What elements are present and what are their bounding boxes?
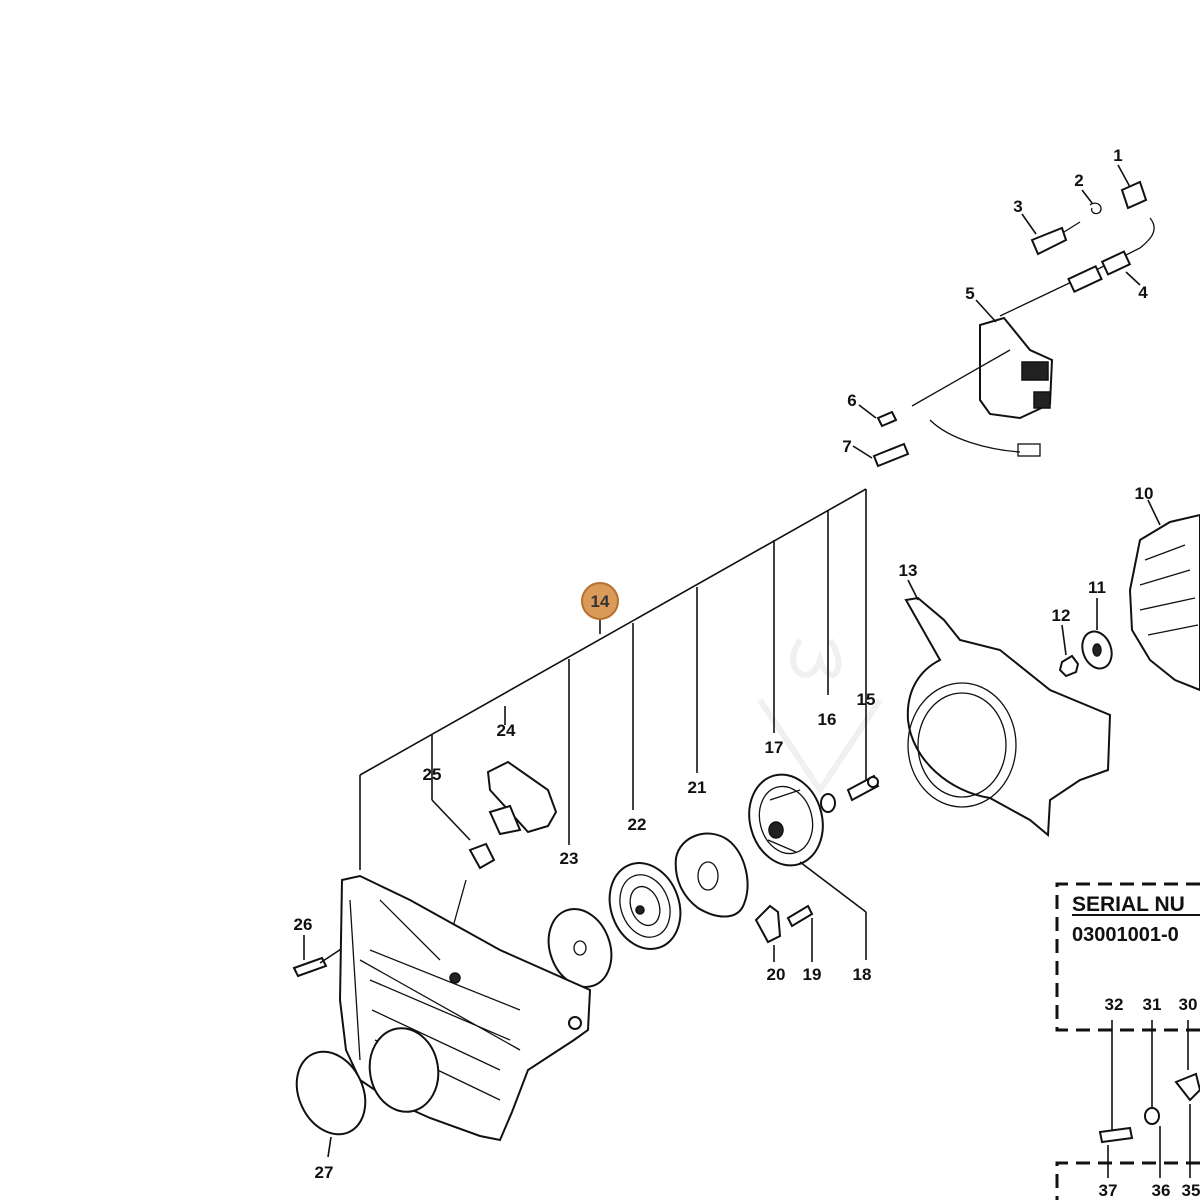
callout-label-10[interactable]: 10 — [1135, 484, 1154, 503]
callout-label-16[interactable]: 16 — [818, 710, 837, 729]
callout-label-30[interactable]: 30 — [1179, 995, 1198, 1014]
callout-label-25[interactable]: 25 — [423, 765, 442, 784]
callout-label-27[interactable]: 27 — [315, 1163, 334, 1182]
serial-number: 03001001-0 — [1072, 924, 1179, 946]
callout-label-22[interactable]: 22 — [628, 815, 647, 834]
callout-label-37[interactable]: 37 — [1099, 1181, 1118, 1200]
callout-label-5[interactable]: 5 — [965, 284, 974, 303]
serial-title: SERIAL NU — [1072, 893, 1185, 916]
callout-label-18[interactable]: 18 — [853, 965, 872, 984]
callout-label-7[interactable]: 7 — [842, 437, 851, 456]
callout-label-26[interactable]: 26 — [294, 915, 313, 934]
highlight-circle — [581, 582, 619, 620]
callout-label-6[interactable]: 6 — [847, 391, 856, 410]
ignition-group — [852, 164, 1155, 468]
callout-label-23[interactable]: 23 — [560, 849, 579, 868]
callout-label-20[interactable]: 20 — [767, 965, 786, 984]
callout-label-24[interactable]: 24 — [497, 721, 516, 740]
callout-label-15[interactable]: 15 — [857, 690, 876, 709]
callout-label-14: 14 — [591, 592, 610, 611]
callout-label-12[interactable]: 12 — [1052, 606, 1071, 625]
starter-group — [292, 760, 880, 1158]
callout-label-19[interactable]: 19 — [803, 965, 822, 984]
serial-section — [1055, 882, 1200, 1200]
callout-label-2[interactable]: 2 — [1074, 171, 1083, 190]
fan-housing-group — [904, 499, 1200, 838]
callout-labels: 1 2 3 4 5 6 7 10 11 12 13 15 16 17 18 19… — [294, 146, 1200, 1200]
watermark-logo — [757, 638, 883, 796]
callout-label-1[interactable]: 1 — [1113, 146, 1122, 165]
callout-label-4[interactable]: 4 — [1138, 283, 1148, 302]
callout-label-13[interactable]: 13 — [899, 561, 918, 580]
callout-label-3[interactable]: 3 — [1013, 197, 1022, 216]
callout-label-17[interactable]: 17 — [765, 738, 784, 757]
callout-label-31[interactable]: 31 — [1143, 995, 1162, 1014]
callout-label-36[interactable]: 36 — [1152, 1181, 1171, 1200]
callout-label-35[interactable]: 35 — [1182, 1181, 1200, 1200]
highlight-callout-14[interactable]: 14 — [581, 582, 619, 620]
callout-label-32[interactable]: 32 — [1105, 995, 1124, 1014]
callout-label-11[interactable]: 11 — [1088, 578, 1106, 597]
callout-label-21[interactable]: 21 — [688, 778, 707, 797]
